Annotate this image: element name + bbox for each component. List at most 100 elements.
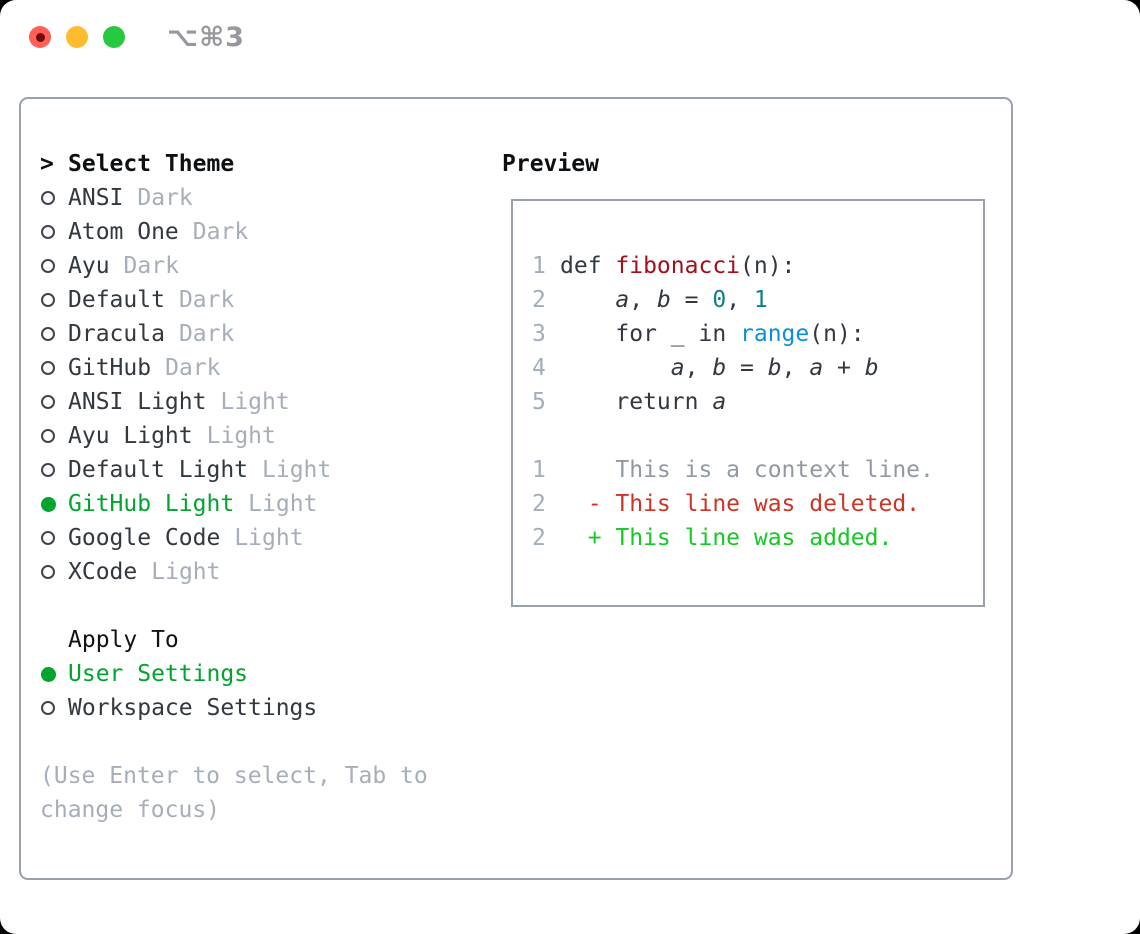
radio-icon <box>40 293 68 307</box>
theme-option-github[interactable]: GitHub Dark <box>40 351 502 385</box>
title-bar: ⌥⌘3 <box>0 0 1140 74</box>
line-number: 1 <box>532 457 546 483</box>
radio-unselected-icon <box>41 327 55 341</box>
option-variant-label: Dark <box>165 355 221 381</box>
apply-option-workspace-settings[interactable]: Workspace Settings <box>40 691 502 725</box>
line-number <box>532 419 560 453</box>
code-token: = <box>726 355 768 381</box>
theme-list-heading: Select Theme <box>68 151 235 177</box>
zoom-button[interactable] <box>103 26 125 48</box>
radio-unselected-icon <box>41 293 55 307</box>
radio-icon <box>40 565 68 579</box>
option-label: GitHub Light <box>68 491 235 517</box>
code-token: def <box>560 253 616 279</box>
code-token: return <box>560 389 713 415</box>
prompt-icon: > <box>40 151 54 177</box>
option-variant-label: Light <box>234 525 304 551</box>
radio-unselected-icon <box>41 701 55 715</box>
radio-unselected-icon <box>41 531 55 545</box>
radio-icon <box>40 429 68 443</box>
theme-list-heading-row: > Select Theme <box>40 147 502 181</box>
theme-option-ayu-light[interactable]: Ayu Light Light <box>40 419 502 453</box>
option-variant-label: Dark <box>178 287 235 313</box>
code-token: + This line was added. <box>560 525 893 551</box>
radio-unselected-icon <box>41 395 55 409</box>
radio-icon <box>40 259 68 273</box>
code-token: range <box>740 321 810 347</box>
hint-line: (Use Enter to select, Tab to <box>40 763 428 789</box>
code-token: , <box>726 287 754 313</box>
line-number: 5 <box>532 389 546 415</box>
code-token: = <box>670 287 713 313</box>
code-line: 4 a, b = b, a + b <box>532 351 983 385</box>
option-variant-label: Dark <box>178 321 235 347</box>
option-label: ANSI Light <box>68 389 207 415</box>
code-line: 2 a, b = 0, 1 <box>532 283 983 317</box>
theme-option-dracula[interactable]: Dracula Dark <box>40 317 502 351</box>
traffic-lights <box>29 26 125 48</box>
option-label: Ayu Light <box>68 423 193 449</box>
code-line: 1 This is a context line. <box>532 453 983 487</box>
option-variant-label: Light <box>206 423 276 449</box>
code-token <box>560 351 671 385</box>
unsaved-dot-icon <box>35 32 45 42</box>
radio-unselected-icon <box>41 259 55 273</box>
option-label: GitHub <box>68 355 152 381</box>
line-number: 1 <box>532 253 546 279</box>
close-button[interactable] <box>29 26 51 48</box>
option-variant-label: Light <box>151 559 221 585</box>
spacer <box>40 725 502 759</box>
apply-option-user-settings[interactable]: User Settings <box>40 657 502 691</box>
keyboard-hint: (Use Enter to select, Tab to change focus… <box>40 759 502 827</box>
code-token: This is a context line. <box>560 457 934 483</box>
radio-unselected-icon <box>41 463 55 477</box>
line-number: 3 <box>532 321 546 347</box>
option-label: Default <box>68 287 165 313</box>
code-token: fibonacci <box>615 253 741 279</box>
code-token: a <box>615 287 630 313</box>
option-label: Google Code <box>68 525 221 551</box>
theme-option-google-code[interactable]: Google Code Light <box>40 521 502 555</box>
code-token: a <box>712 389 727 415</box>
theme-option-default[interactable]: Default Dark <box>40 283 502 317</box>
radio-icon <box>40 463 68 477</box>
line-number: 2 <box>532 525 546 551</box>
code-line: 2 + This line was added. <box>532 521 983 555</box>
code-token <box>560 283 615 317</box>
line-number: 4 <box>532 355 546 381</box>
radio-unselected-icon <box>41 225 55 239</box>
option-variant-label: Light <box>248 491 318 517</box>
radio-icon <box>40 395 68 409</box>
radio-unselected-icon <box>41 361 55 375</box>
option-label: Dracula <box>68 321 165 347</box>
code-token: , <box>781 355 810 381</box>
code-line <box>532 419 983 453</box>
code-line: 5 return a <box>532 385 983 419</box>
radio-unselected-icon <box>41 429 55 443</box>
radio-icon <box>40 225 68 239</box>
radio-icon <box>40 361 68 375</box>
hint-line: change focus) <box>40 797 221 823</box>
option-label: ANSI <box>68 185 124 211</box>
theme-option-github-light[interactable]: GitHub Light Light <box>40 487 502 521</box>
code-token: (n): <box>809 321 865 347</box>
code-token: b <box>767 355 782 381</box>
code-token: 1 <box>753 287 768 313</box>
radio-icon <box>40 701 68 715</box>
spacer <box>40 589 502 623</box>
code-token: a <box>809 355 824 381</box>
minimize-button[interactable] <box>66 26 88 48</box>
radio-selected-icon <box>41 666 56 682</box>
code-line: 3 for _ in range(n): <box>532 317 983 351</box>
